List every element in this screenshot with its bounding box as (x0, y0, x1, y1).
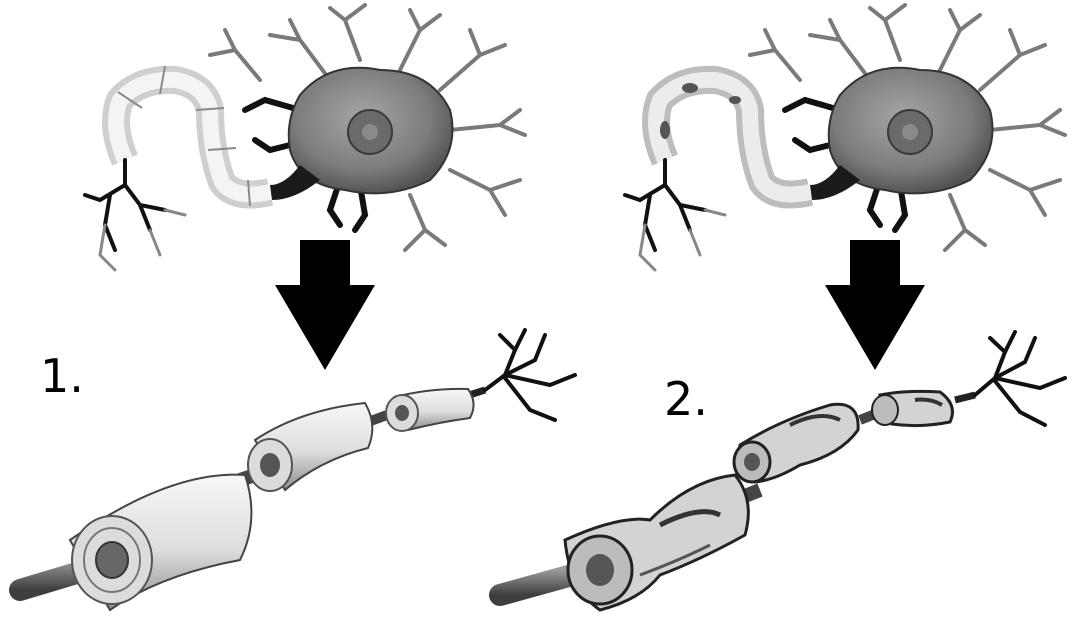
panel-label-1: 1. (40, 349, 84, 403)
axon-terminal-closeup (975, 332, 1065, 425)
axon-terminal-closeup (485, 330, 575, 420)
neuron-intact (85, 5, 525, 270)
panel-label-2: 2. (664, 372, 708, 426)
myelin-sheath (116, 80, 270, 195)
down-arrow-icon (275, 240, 375, 370)
neuron-damaged (625, 5, 1065, 270)
down-arrow-icon (825, 240, 925, 370)
axon-intact-closeup (20, 330, 575, 610)
axon-damaged-closeup (500, 332, 1065, 610)
